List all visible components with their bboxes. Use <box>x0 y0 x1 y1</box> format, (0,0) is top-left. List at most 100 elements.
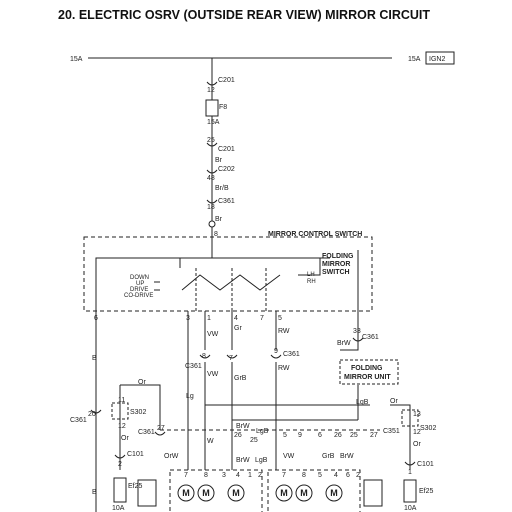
page-title: 20. ELECTRIC OSRV (OUTSIDE REAR VIEW) MI… <box>58 8 431 22</box>
connector-c361-vw <box>199 354 211 359</box>
c361-row-pin-3: 5 <box>283 432 287 439</box>
switch-contacts <box>181 274 281 291</box>
c201-top-pin: 12 <box>207 87 215 94</box>
bottom-pin-right-3: 5 <box>318 472 322 479</box>
wire-brw-1-label: BrW <box>236 423 250 430</box>
wire-gr-label: Gr <box>234 325 242 332</box>
wire-rw-2-label: RW <box>278 365 290 372</box>
c101-left-label: C101 <box>127 451 144 458</box>
wire-br-1-label: Br <box>215 157 223 164</box>
dir-drive: DRIVE <box>130 287 148 293</box>
c361-mid-label-right: C361 <box>283 351 300 358</box>
switch-pin-1: 1 <box>207 315 211 322</box>
wire-vw-1-label: VW <box>207 331 219 338</box>
ef25-right-name: Ef25 <box>419 488 434 495</box>
ign2-label: IGN2 <box>429 56 445 63</box>
wire-rw-1-label: RW <box>278 328 290 335</box>
motor-right-3 <box>325 484 343 502</box>
bottom-pin-right-5: 6 <box>346 472 350 479</box>
wire-b-bottom-label: B <box>92 489 97 496</box>
left-or-wire <box>120 384 161 430</box>
wire-grb-label: GrB <box>234 375 247 382</box>
switch-pin-5: 5 <box>278 315 282 322</box>
ef25-right-rating: 10A <box>404 505 417 512</box>
c361-row-pin-2: 25 <box>250 437 258 444</box>
c101-right-pin: 1 <box>408 469 412 476</box>
connector-c201-bottom <box>206 142 218 147</box>
wire-br-2-label: Br <box>215 216 223 223</box>
mirror-control-switch-title: MIRROR CONTROL SWITCH <box>268 231 362 238</box>
c361-row-pin-6: 26 <box>334 432 342 439</box>
s302-left-pin12: 12 <box>118 423 126 430</box>
fuse-f8-name: F8 <box>219 104 227 111</box>
folding-unit-line2: MIRROR UNIT <box>344 374 391 381</box>
connector-c201-top <box>206 81 218 86</box>
c351-pin27: 27 <box>370 432 378 439</box>
s302-left-box <box>111 402 129 420</box>
bottom-pin-right-2: 8 <box>302 472 306 479</box>
folding-switch-wire <box>298 258 321 276</box>
wire-lgb-1-label: LgB <box>256 428 269 435</box>
c201-top-label: C201 <box>218 77 235 84</box>
s302-right-box <box>401 409 419 427</box>
connector-c361-left <box>90 409 102 414</box>
bottom-pin-left-4: 4 <box>236 472 240 479</box>
wire-folding-c361 <box>340 311 359 351</box>
power-right-label: 15A <box>408 56 421 63</box>
motor-m-3: M <box>232 488 240 498</box>
fuse-f8-rating: 15A <box>207 119 220 126</box>
wire-lgb-bottom-label: LgB <box>255 457 268 464</box>
folding-mirror-unit-box <box>339 359 399 385</box>
left-heater-element <box>137 479 157 507</box>
bottom-pin-left-2: 8 <box>204 472 208 479</box>
folding-switch-line1: FOLDING <box>322 253 354 260</box>
bottom-pin-left-5: 1 <box>248 472 252 479</box>
c361-row-pin-7: 25 <box>350 432 358 439</box>
wire-brw-2-label: BrW <box>340 453 354 460</box>
switch-pin-3: 3 <box>186 315 190 322</box>
dir-co-drive: CO-DRIVE <box>124 293 153 299</box>
ef25-left-rating: 10A <box>112 505 125 512</box>
folding-switch-line3: SWITCH <box>322 269 350 276</box>
c361-row-pin-4: 9 <box>298 432 302 439</box>
connector-c361-rw <box>270 354 282 359</box>
bottom-pin-left-3: 3 <box>222 472 226 479</box>
switch-pin-6: 6 <box>94 315 98 322</box>
motor-m-1: M <box>182 488 190 498</box>
connector-c361-27-left <box>154 431 166 436</box>
c351-label: C351 <box>383 428 400 435</box>
rh-label: RH <box>307 279 316 285</box>
fuse-ef25-right <box>403 479 417 503</box>
c361-right-label: C361 <box>362 334 379 341</box>
motor-right-2 <box>295 484 313 502</box>
c361-top-pin: 18 <box>207 204 215 211</box>
wire-lg-label: Lg <box>186 393 194 400</box>
fuse-f8-symbol <box>205 99 219 117</box>
c202-pin: 48 <box>207 175 215 182</box>
c361-pin-8: 8 <box>202 353 206 360</box>
wire-b-left-label: B <box>92 355 97 362</box>
wire-brw-bottom-label: BrW <box>236 457 250 464</box>
wire-grb-bottom-label: GrB <box>322 453 335 460</box>
dir-down: DOWN <box>130 275 149 281</box>
c361-mid-label: C361 <box>185 363 202 370</box>
ef25-left-name: Ef25 <box>128 483 143 490</box>
connector-c361-folding <box>352 337 364 342</box>
lgb-label: LgB <box>356 399 369 406</box>
dir-up: UP <box>136 281 144 287</box>
lh-label: LH <box>307 272 315 278</box>
s302-left-label: S302 <box>130 409 146 416</box>
motor-m-2: M <box>202 488 210 498</box>
c361-left-label: C361 <box>70 417 87 424</box>
s302-right-label: S302 <box>420 425 436 432</box>
folding-switch-line2: MIRROR <box>322 261 350 268</box>
s302-right-pin12: 12 <box>413 429 421 436</box>
switch-pin-top: 8 <box>214 231 218 238</box>
wire-orw-label: OrW <box>164 453 179 460</box>
c361-row-pin-1: 26 <box>234 432 242 439</box>
folding-unit-line1: FOLDING <box>351 365 383 372</box>
motor-left-3 <box>227 484 245 502</box>
c361-row-pin-5: 6 <box>318 432 322 439</box>
switch-pin-7: 7 <box>260 315 264 322</box>
connector-c361-top <box>206 199 218 204</box>
